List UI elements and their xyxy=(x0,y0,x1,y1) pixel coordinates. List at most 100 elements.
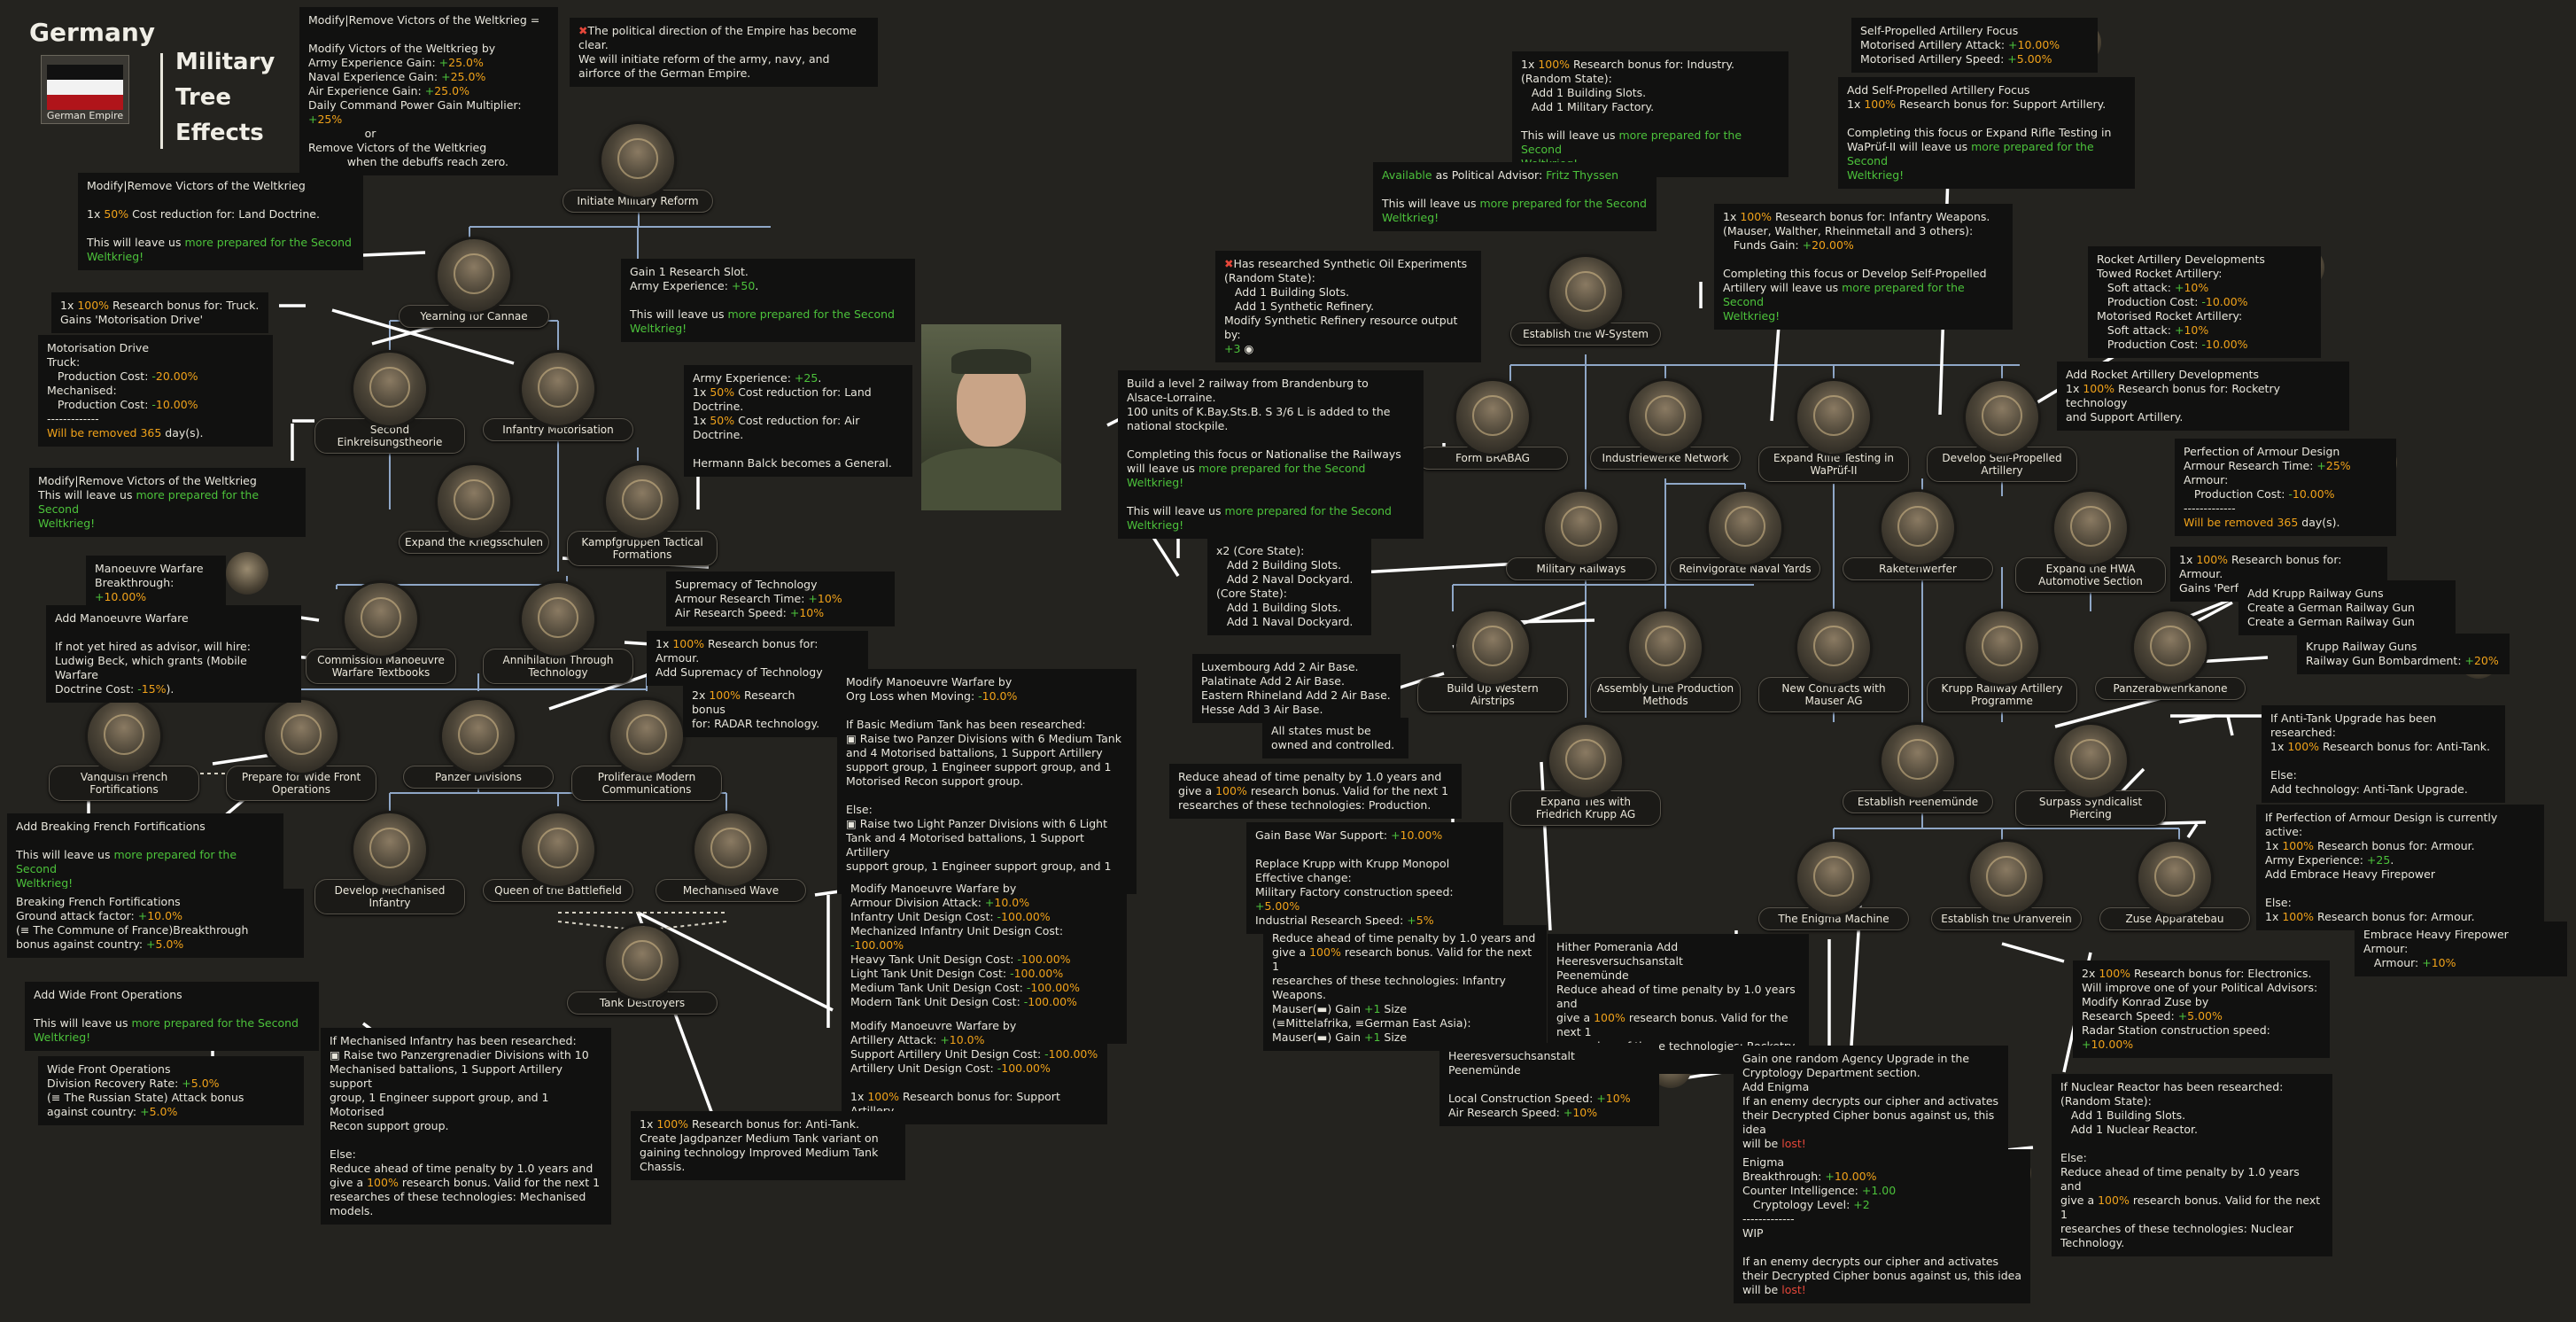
tooltip-line: Add Supremacy of Technology xyxy=(656,665,859,680)
flag-caption: German Empire xyxy=(42,110,128,121)
focus-node-cannae[interactable]: Yearning for Cannae xyxy=(399,239,549,328)
tooltip-line: This will leave us more prepared for the… xyxy=(630,307,906,322)
focus-node-mechwave[interactable]: Mechanised Wave xyxy=(656,813,806,902)
tooltip-line xyxy=(850,1076,1098,1090)
focus-node-second[interactable]: Second Einkreisungstheorie xyxy=(314,353,465,454)
tooltip-line: 1x 100% Research bonus for: Armour. xyxy=(2265,839,2535,853)
focus-node-commission[interactable]: Commission Manoeuvre Warfare Textbooks xyxy=(306,583,456,684)
tooltip-line: bonus against country: +5.0% xyxy=(16,937,295,952)
tooltip-line: This will leave us more prepared for the… xyxy=(1127,504,1415,518)
tooltip-line: Modify Synthetic Refinery resource outpu… xyxy=(1224,314,1472,342)
focus-node-hwa[interactable]: Expand the HWA Automotive Section xyxy=(2015,492,2166,593)
tooltip-line: will be lost! xyxy=(1742,1283,2021,1297)
focus-node-mauser[interactable]: New Contracts with Mauser AG xyxy=(1758,611,1909,712)
focus-icon xyxy=(1882,492,1954,564)
tooltip-airbase: Luxembourg Add 2 Air Base.Palatinate Add… xyxy=(1192,654,1401,723)
focus-node-airstrips[interactable]: Build Up Western Airstrips xyxy=(1417,611,1568,712)
tooltip-line: Reduce ahead of time penalty by 1.0 year… xyxy=(330,1162,602,1176)
tooltip-line: Ground attack factor: +10.0% xyxy=(16,909,295,923)
focus-node-assembly[interactable]: Assembly Line Production Methods xyxy=(1590,611,1741,712)
focus-node-tankdes[interactable]: Tank Destroyers xyxy=(567,926,718,1015)
tooltip-line: Add Embrace Heavy Firepower xyxy=(2265,867,2535,882)
tooltip-line: 1x 100% Research bonus for: Rocketry tec… xyxy=(2066,382,2340,410)
tooltip-line: Weltkrieg! xyxy=(87,250,354,264)
tooltip-line: Army Experience: +25. xyxy=(693,371,904,385)
tooltip-line: Add Rocket Artillery Developments xyxy=(2066,368,2340,382)
tooltip-rocketdev: Rocket Artillery DevelopmentsTowed Rocke… xyxy=(2088,246,2321,358)
focus-icon xyxy=(1797,842,1870,914)
tooltip-line: 1x 100% Research bonus for: Armour. xyxy=(2179,553,2378,581)
tooltip-thyssen: Available as Political Advisor: Fritz Th… xyxy=(1373,162,1657,231)
focus-node-panzer[interactable]: Panzer Divisions xyxy=(403,700,554,789)
tooltip-line: If Mechanised Infantry has been research… xyxy=(330,1034,602,1048)
focus-node-panzerabwehr[interactable]: Panzerabwehrkanone xyxy=(2095,611,2246,700)
tooltip-line xyxy=(2270,754,2496,768)
tooltip-line: Armour Research Time: +25% xyxy=(2184,459,2387,473)
tooltip-spafocus: Self-Propelled Artillery FocusMotorised … xyxy=(1851,18,2098,73)
focus-node-zuse[interactable]: Zuse Apparatebau xyxy=(2099,842,2250,930)
tooltip-line: Gain one random Agency Upgrade in the xyxy=(1742,1052,1999,1066)
tooltip-infweapons: 1x 100% Research bonus for: Infantry Wea… xyxy=(1714,204,2013,330)
focus-node-spa[interactable]: Develop Self-Propelled Artillery xyxy=(1927,381,2077,482)
tooltip-line: Add 2 Naval Dockyard. xyxy=(1216,572,1362,587)
focus-node-railways[interactable]: Military Railways xyxy=(1506,492,1657,580)
tooltip-line: Create a German Railway Gun xyxy=(2247,601,2447,615)
tooltip-line: Add 1 Building Slots. xyxy=(1521,86,1780,100)
focus-node-kampf[interactable]: Kampfgruppen Tactical Formations xyxy=(567,465,718,566)
tooltip-line: Tank and 4 Motorised battalions, 1 Suppo… xyxy=(846,831,1128,859)
tooltip-line: ------------- xyxy=(47,412,264,426)
focus-node-annihilation[interactable]: Annihilation Through Technology xyxy=(483,583,633,684)
tooltip-line: Truck: xyxy=(47,355,264,369)
tooltip-line: Remove Victors of the Weltkrieg xyxy=(308,141,549,155)
focus-icon xyxy=(265,700,338,773)
focus-node-widefront[interactable]: Prepare for Wide Front Operations xyxy=(226,700,376,801)
tooltip-gainslot: Gain 1 Research Slot.Army Experience: +5… xyxy=(621,259,915,342)
general-portrait xyxy=(921,324,1061,510)
tooltip-line: Else: xyxy=(330,1147,602,1162)
tooltip-line: Modify Manoeuvre Warfare by xyxy=(846,675,1128,689)
focus-node-enigma[interactable]: The Enigma Machine xyxy=(1758,842,1909,930)
focus-node-krupprail[interactable]: Krupp Railway Artillery Programme xyxy=(1927,611,2077,712)
tooltip-line: 2x 100% Research bonus xyxy=(692,688,829,717)
focus-icon xyxy=(1797,611,1870,684)
tooltip-cannae_left: Modify|Remove Victors of the Weltkrieg1x… xyxy=(78,173,363,270)
focus-node-mechinf[interactable]: Develop Mechanised Infantry xyxy=(314,813,465,914)
tooltip-beck: Add Manoeuvre WarfareIf not yet hired as… xyxy=(46,605,301,703)
tooltip-line: WaPrüf-II will leave us more prepared fo… xyxy=(1847,140,2126,168)
focus-node-initiate[interactable]: Initiate Military Reform xyxy=(563,124,713,213)
tooltip-monopol: Gain Base War Support: +10.00%Replace Kr… xyxy=(1246,822,1503,934)
tooltip-line: Cryptology Level: +2 xyxy=(1742,1198,2021,1212)
tooltip-line: Add 1 Building Slots. xyxy=(2060,1108,2324,1123)
tooltip-mechinf: If Mechanised Infantry has been research… xyxy=(321,1028,611,1225)
focus-node-vanquish[interactable]: Vanquish French Fortifications xyxy=(49,700,199,801)
tooltip-line: This will leave us more prepared for the… xyxy=(34,1016,310,1030)
focus-icon xyxy=(1709,492,1781,564)
focus-node-inf_motor[interactable]: Infantry Motorisation xyxy=(483,353,633,441)
focus-node-industrie[interactable]: Industriewerke Network xyxy=(1590,381,1741,470)
tooltip-line: Army Experience: +25. xyxy=(2265,853,2535,867)
tooltip-line: Alsace-Lorraine. xyxy=(1127,391,1415,405)
focus-node-wsystem[interactable]: Establish the W-System xyxy=(1510,257,1661,346)
focus-node-kriegs[interactable]: Expand the Kriegsschulen xyxy=(399,465,549,554)
tooltip-armour: 1x 100% Research bonus for: Armour.Add S… xyxy=(647,631,868,686)
focus-node-peenemunde[interactable]: Establish Peenemünde xyxy=(1843,725,1993,813)
focus-node-syndicalist[interactable]: Surpass Syndicalist Piercing xyxy=(2015,725,2166,826)
tooltip-line: Modify Manoeuvre Warfare by xyxy=(850,882,1118,896)
focus-node-brabag[interactable]: Form BRABAG xyxy=(1417,381,1568,470)
focus-node-uran[interactable]: Establish the Uranverein xyxy=(1931,842,2082,930)
tooltip-line: Air Experience Gain: +25.0% xyxy=(308,84,549,98)
tooltip-spaadd: Add Self-Propelled Artillery Focus1x 100… xyxy=(1838,77,2135,189)
focus-node-krupp[interactable]: Expand Ties with Friedrich Krupp AG xyxy=(1510,725,1661,826)
focus-icon xyxy=(438,465,510,538)
focus-node-queen[interactable]: Queen of the Battlefield xyxy=(483,813,633,902)
tooltip-line: Add Enigma xyxy=(1742,1080,1999,1094)
focus-node-rifle[interactable]: Expand Rifle Testing in WaPrüf-II xyxy=(1758,381,1909,482)
tooltip-line: +3 ◉ xyxy=(1224,342,1472,356)
focus-node-raketen[interactable]: Raketenwerfer xyxy=(1843,492,1993,580)
tooltip-line: Support Artillery Unit Design Cost: -100… xyxy=(850,1047,1098,1061)
tooltip-line: Will be removed 365 day(s). xyxy=(2184,516,2387,530)
tooltip-line: Add 1 Building Slots. xyxy=(1224,285,1472,299)
focus-node-naval[interactable]: Reinvigorate Naval Yards xyxy=(1670,492,1820,580)
focus-icon xyxy=(1549,257,1622,330)
